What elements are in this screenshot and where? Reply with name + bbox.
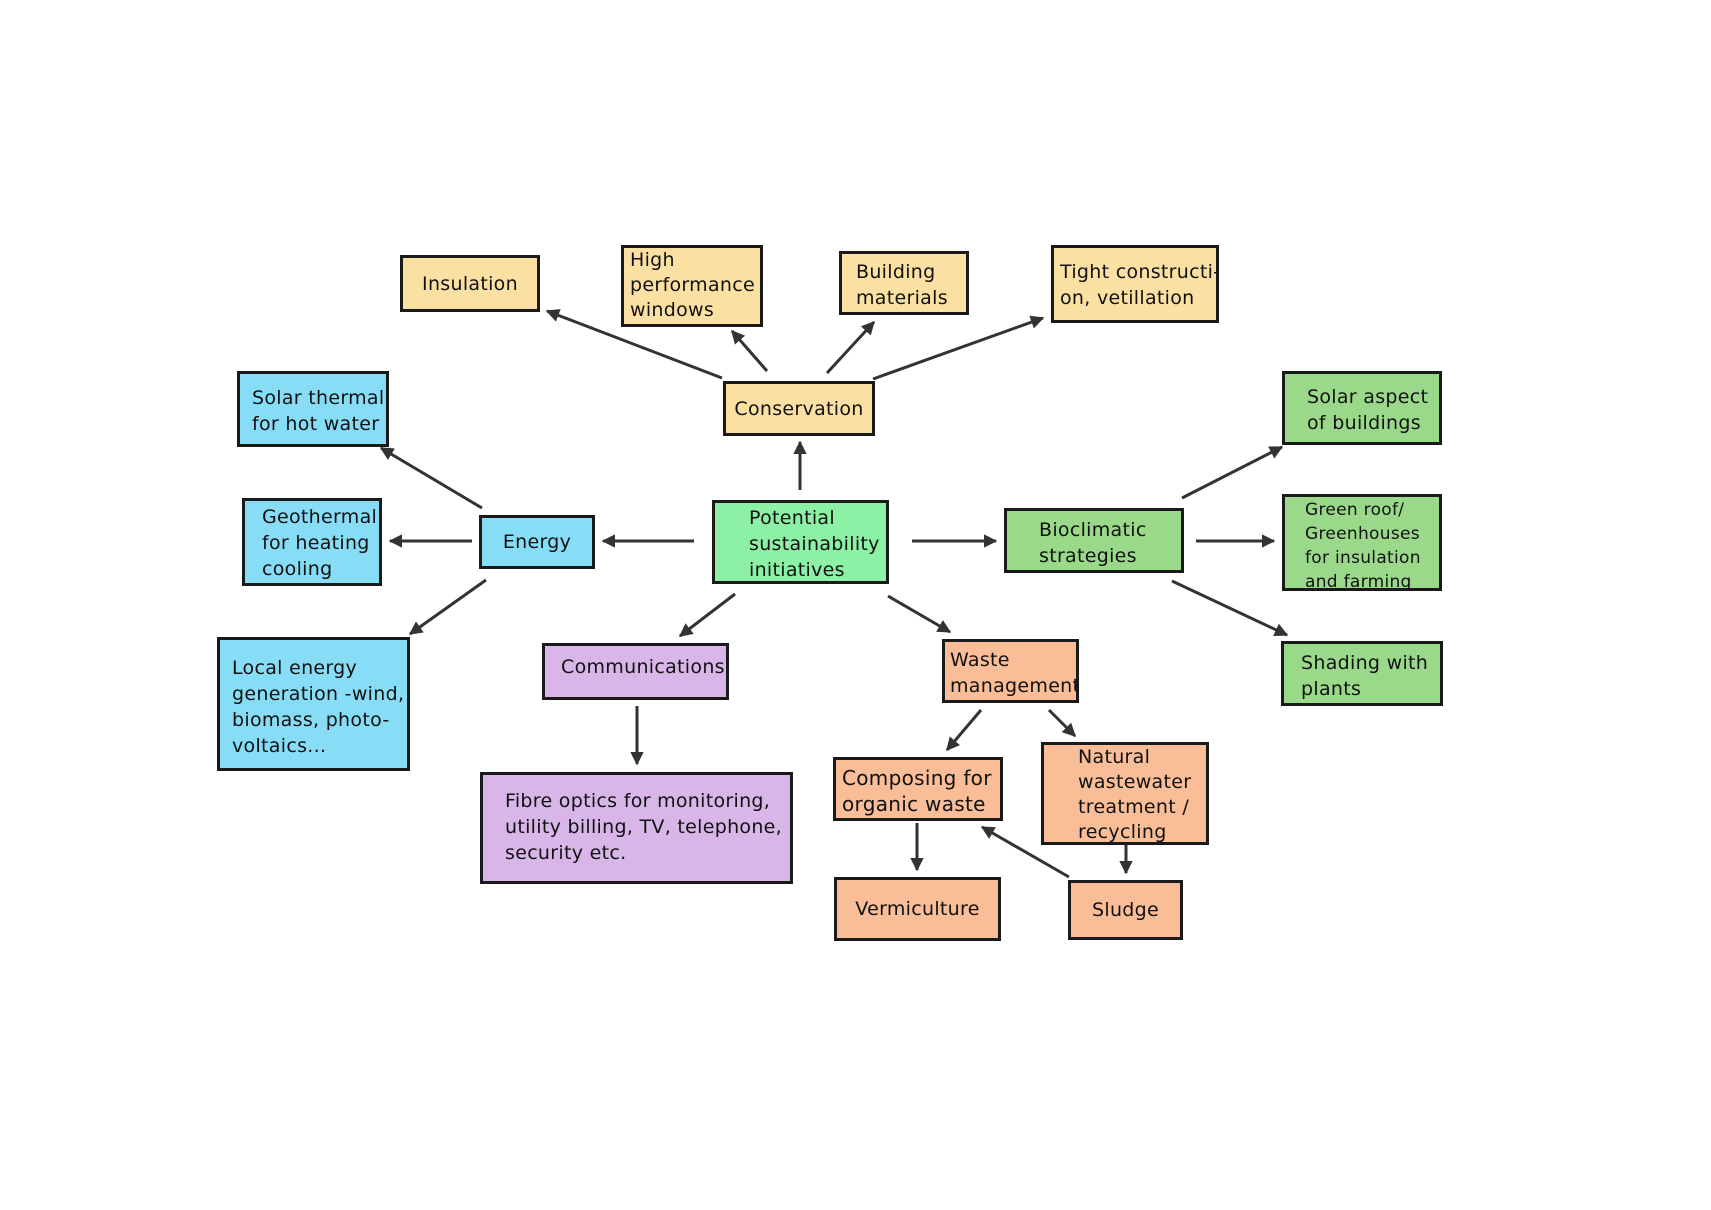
- node-waste-management: Waste management: [942, 639, 1079, 703]
- node-vermiculture: Vermiculture: [834, 877, 1001, 941]
- node-sludge: Sludge: [1068, 880, 1183, 940]
- node-shading-with-plants: Shading with plants: [1281, 641, 1443, 706]
- arrow-to-solar-aspect: [1181, 445, 1284, 500]
- node-high-performance-windows: High performance windows: [621, 245, 763, 327]
- arrow-to-windows: [730, 329, 769, 372]
- node-tight-construction-ventilation: Tight constructi- on, vetillation: [1051, 245, 1219, 323]
- node-fibre-optics: Fibre optics for monitoring, utility bil…: [480, 772, 793, 884]
- node-building-materials: Building materials: [839, 251, 969, 315]
- arrow-to-waste: [887, 594, 952, 634]
- node-energy: Energy: [479, 515, 595, 569]
- node-natural-wastewater-treatment: Natural wastewater treatment / recycling: [1041, 742, 1209, 845]
- node-potential-sustainability-initiatives: Potential sustainability initiatives: [712, 500, 889, 584]
- node-geothermal-heating-cooling: Geothermal for heating cooling: [242, 498, 382, 586]
- arrow-to-tight: [872, 315, 1045, 381]
- node-green-roof-greenhouses: Green roof/ Greenhouses for insulation a…: [1282, 494, 1442, 591]
- node-composting-organic-waste: Composing for organic waste: [833, 757, 1003, 821]
- node-bioclimatic-strategies: Bioclimatic strategies: [1004, 508, 1184, 573]
- arrow-to-communications: [678, 592, 736, 638]
- node-solar-thermal-hot-water: Solar thermal for hot water: [237, 371, 389, 447]
- node-conservation: Conservation: [723, 381, 875, 436]
- arrow-to-shading: [1171, 579, 1289, 637]
- arrow-to-materials: [825, 320, 876, 375]
- node-solar-aspect-of-buildings: Solar aspect of buildings: [1282, 371, 1442, 445]
- node-communications: Communications: [542, 643, 729, 700]
- arrow-to-insulation: [545, 309, 723, 380]
- arrow-to-solar-thermal: [379, 446, 483, 510]
- node-local-energy-generation: Local energy generation -wind, biomass, …: [217, 637, 410, 771]
- arrow-sludge-to-composting: [980, 825, 1070, 879]
- node-insulation: Insulation: [400, 255, 540, 312]
- arrow-to-local-energy: [408, 578, 487, 636]
- arrow-to-natural: [1047, 708, 1077, 738]
- arrow-to-composting: [945, 709, 983, 752]
